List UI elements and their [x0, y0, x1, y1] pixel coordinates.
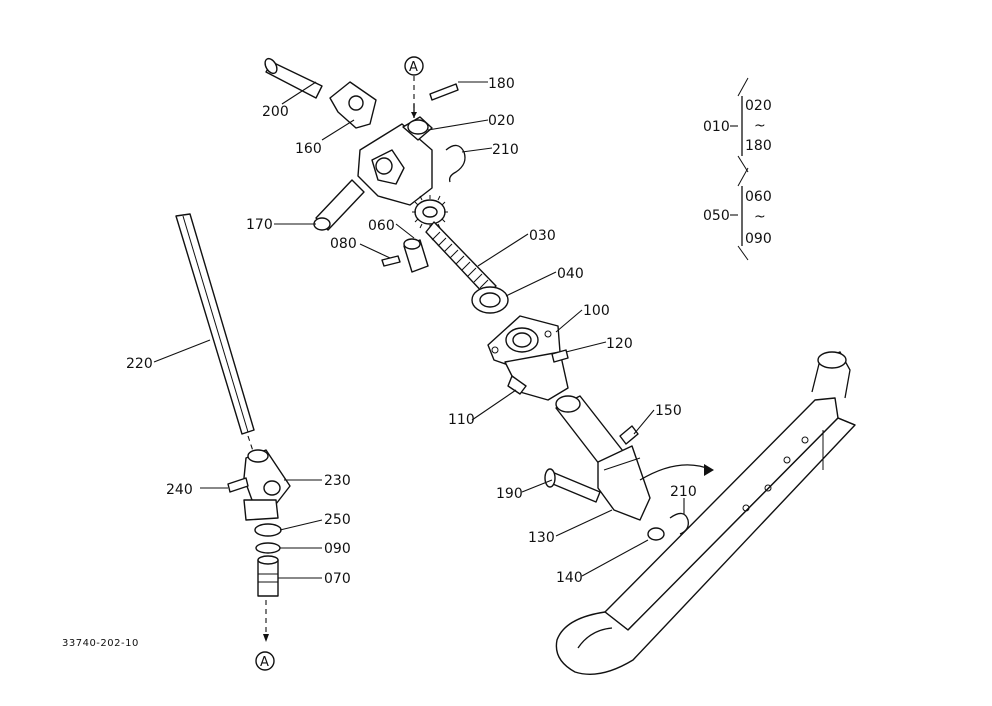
- callout-090: 090: [324, 541, 351, 557]
- callout-200: 200: [262, 104, 289, 120]
- callout-230: 230: [324, 473, 351, 489]
- assembly-010-from: 020: [745, 98, 772, 114]
- callout-170: 170: [246, 217, 273, 233]
- assembly-050-tilde: ~: [754, 209, 766, 225]
- callouts: 200 160 180 020 210 170 060 080 030 040 …: [126, 76, 697, 587]
- callout-060: 060: [368, 218, 395, 234]
- gear-screw-assembly: [381, 195, 509, 314]
- callout-150: 150: [655, 403, 682, 419]
- callout-030: 030: [529, 228, 556, 244]
- assembly-050-to: 090: [745, 231, 772, 247]
- callout-250: 250: [324, 512, 351, 528]
- reference-marker-bottom: A: [255, 651, 275, 671]
- reference-marker-top: A: [404, 56, 424, 76]
- upper-yoke-assembly: [264, 57, 466, 231]
- assembly-010-id: 010: [703, 119, 730, 135]
- callout-240: 240: [166, 482, 193, 498]
- lift-arm: [555, 351, 856, 675]
- callout-210: 210: [492, 142, 519, 158]
- callout-160: 160: [295, 141, 322, 157]
- callout-130: 130: [528, 530, 555, 546]
- callout-070: 070: [324, 571, 351, 587]
- assembly-010-to: 180: [745, 138, 772, 154]
- assembly-group-050: 050 060 ~ 090: [703, 167, 772, 261]
- callout-110: 110: [448, 412, 475, 428]
- lower-tube: [544, 395, 714, 541]
- axis-a-upper: [411, 76, 417, 120]
- assembly-050-id: 050: [703, 208, 730, 224]
- reference-marker-bottom-label: A: [260, 655, 269, 670]
- callout-080: 080: [330, 236, 357, 252]
- callout-040: 040: [557, 266, 584, 282]
- callout-140: 140: [556, 570, 583, 586]
- assembly-010-tilde: ~: [754, 118, 766, 134]
- assembly-050-from: 060: [745, 189, 772, 205]
- callout-020: 020: [488, 113, 515, 129]
- leader-lines: [153, 81, 685, 579]
- callout-220: 220: [126, 356, 153, 372]
- housing: [487, 315, 569, 401]
- callout-120: 120: [606, 336, 633, 352]
- callout-180: 180: [488, 76, 515, 92]
- shaft-assembly: [175, 213, 291, 642]
- callout-210-lower: 210: [670, 484, 697, 500]
- drawing-number: 33740-202-10: [62, 638, 139, 649]
- callout-190: 190: [496, 486, 523, 502]
- callout-100: 100: [583, 303, 610, 319]
- assembly-group-010: 010 020 ~ 180: [703, 77, 772, 173]
- reference-marker-top-label: A: [409, 60, 418, 75]
